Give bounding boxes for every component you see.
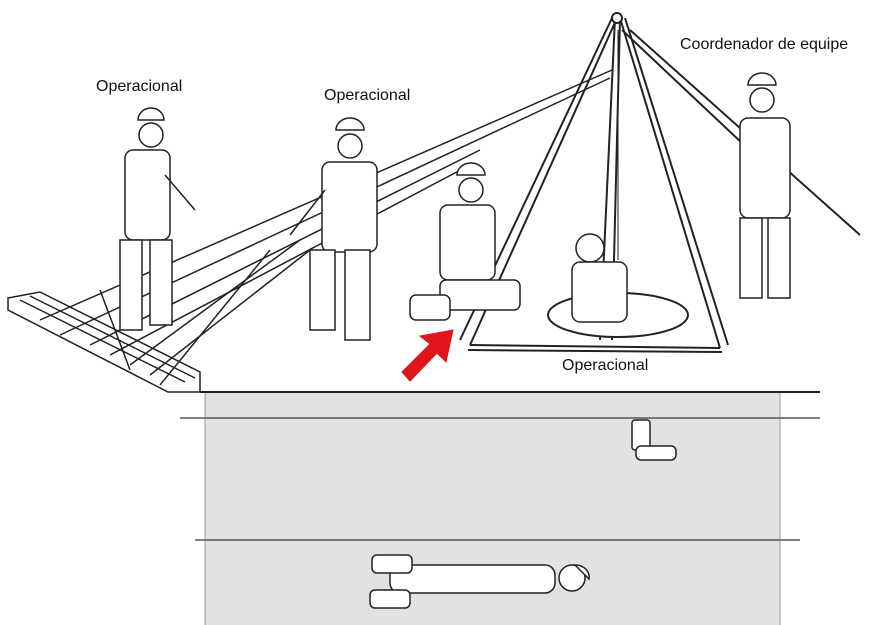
worker-kneeling (410, 163, 520, 320)
red-arrow-icon (402, 330, 453, 381)
worker-middle (290, 118, 377, 340)
label-operator-left: Operacional (96, 78, 182, 96)
label-operator-middle: Operacional (324, 87, 410, 105)
label-team-coordinator: Coordenador de equipe (680, 36, 848, 54)
label-operator-tripod: Operacional (562, 357, 648, 375)
worker-in-manhole (572, 234, 627, 322)
worker-left (120, 108, 195, 330)
worker-coordinator (740, 73, 790, 298)
